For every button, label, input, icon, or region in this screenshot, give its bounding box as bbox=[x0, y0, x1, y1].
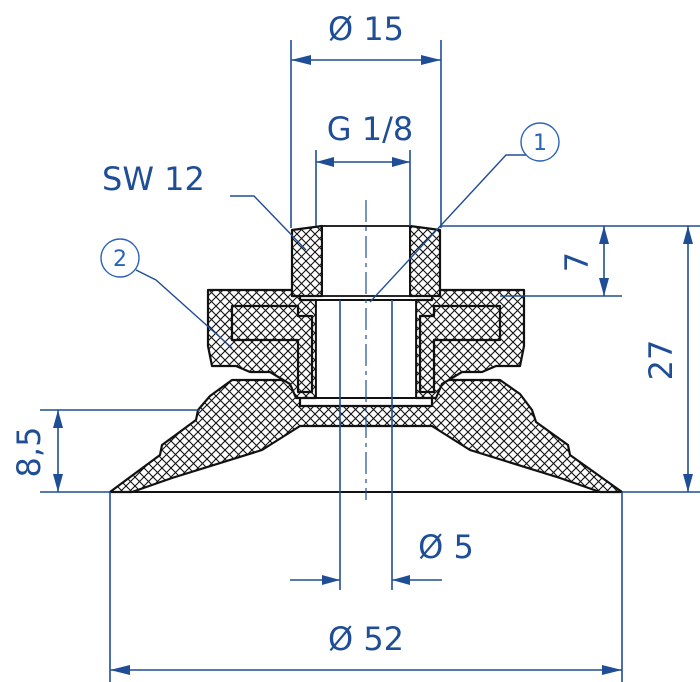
dimension-height-lip: 8,5 bbox=[10, 409, 200, 493]
insert-sleeve-left bbox=[230, 304, 314, 394]
insert-sleeve-right bbox=[418, 304, 502, 394]
callout-part-1: 1 bbox=[369, 122, 560, 303]
label-thread: G 1/8 bbox=[327, 110, 413, 148]
label-height-lip: 8,5 bbox=[10, 427, 48, 478]
dimension-base-diameter: Ø 52 bbox=[109, 492, 623, 682]
dimension-height-total: 27 bbox=[622, 225, 700, 493]
label-inner-diameter: Ø 5 bbox=[418, 528, 474, 566]
callout-part-2: 2 bbox=[100, 238, 233, 349]
threaded-insert-right bbox=[408, 224, 442, 298]
label-base-diameter: Ø 52 bbox=[328, 620, 404, 658]
suction-lip bbox=[108, 378, 624, 494]
dimension-height-thread: 7 bbox=[441, 225, 622, 297]
label-wrench-size: SW 12 bbox=[102, 160, 205, 198]
dimension-thread: G 1/8 bbox=[315, 110, 413, 226]
dimension-wrench-size: SW 12 bbox=[102, 160, 307, 251]
dimension-inner-diameter: Ø 5 bbox=[290, 300, 474, 590]
label-outer-diameter-top: Ø 15 bbox=[328, 10, 404, 48]
label-height-total: 27 bbox=[642, 340, 680, 381]
dimension-outer-diameter-top: Ø 15 bbox=[290, 10, 442, 228]
suction-cup-section bbox=[108, 200, 624, 500]
callout-2-label: 2 bbox=[113, 247, 127, 272]
callout-1-label: 1 bbox=[533, 131, 547, 156]
label-height-thread: 7 bbox=[558, 252, 596, 272]
threaded-insert bbox=[290, 224, 324, 298]
